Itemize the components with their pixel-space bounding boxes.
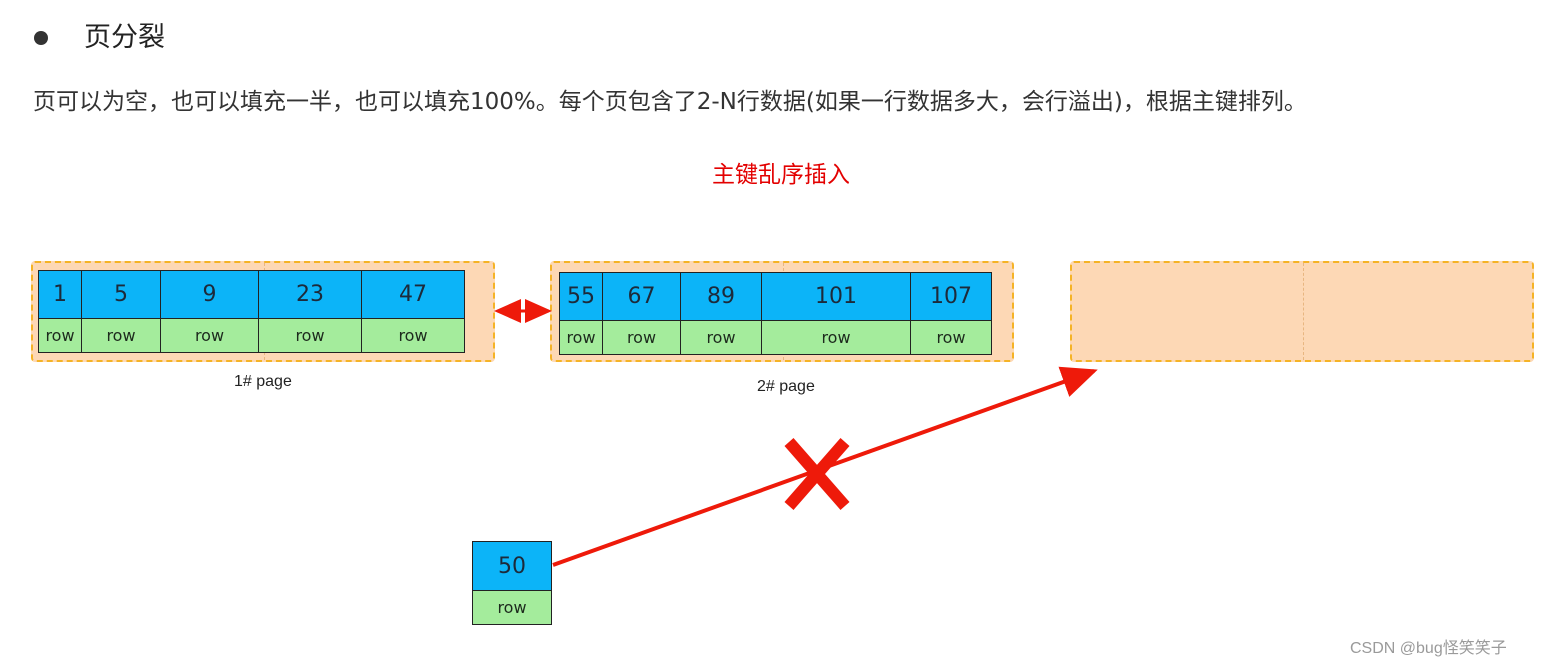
- page-1-key: 5: [81, 270, 161, 319]
- page-1-row: row: [258, 318, 362, 353]
- inserted-key: 50: [472, 541, 552, 591]
- page-1-row: row: [361, 318, 465, 353]
- page-2-row: row: [602, 320, 681, 355]
- page-1-label: 1# page: [234, 373, 292, 390]
- heading: 页分裂: [84, 22, 165, 53]
- subtitle: 主键乱序插入: [712, 162, 850, 188]
- page-1-key: 9: [160, 270, 259, 319]
- page-3-divider: [1303, 263, 1304, 360]
- page-1-key: 47: [361, 270, 465, 319]
- watermark: CSDN @bug怪笑笑子: [1350, 640, 1507, 657]
- page-1-key: 1: [38, 270, 82, 319]
- inserted-row: row: [472, 590, 552, 625]
- page-2-key: 55: [559, 272, 603, 321]
- page-2-key: 107: [910, 272, 992, 321]
- cross-icon: [784, 438, 850, 510]
- page-2-row: row: [680, 320, 762, 355]
- page-2-label: 2# page: [757, 378, 815, 395]
- page-1-key: 23: [258, 270, 362, 319]
- description: 页可以为空，也可以填充一半，也可以填充100%。每个页包含了2-N行数据(如果一…: [33, 89, 1307, 115]
- page-2-row: row: [910, 320, 992, 355]
- page-3-container: [1070, 261, 1534, 362]
- page-1-row: row: [160, 318, 259, 353]
- bullet-icon: [34, 31, 48, 45]
- page-2-key: 101: [761, 272, 911, 321]
- page-2-row: row: [559, 320, 603, 355]
- page-2-row: row: [761, 320, 911, 355]
- page-1-row: row: [81, 318, 161, 353]
- page-1-row: row: [38, 318, 82, 353]
